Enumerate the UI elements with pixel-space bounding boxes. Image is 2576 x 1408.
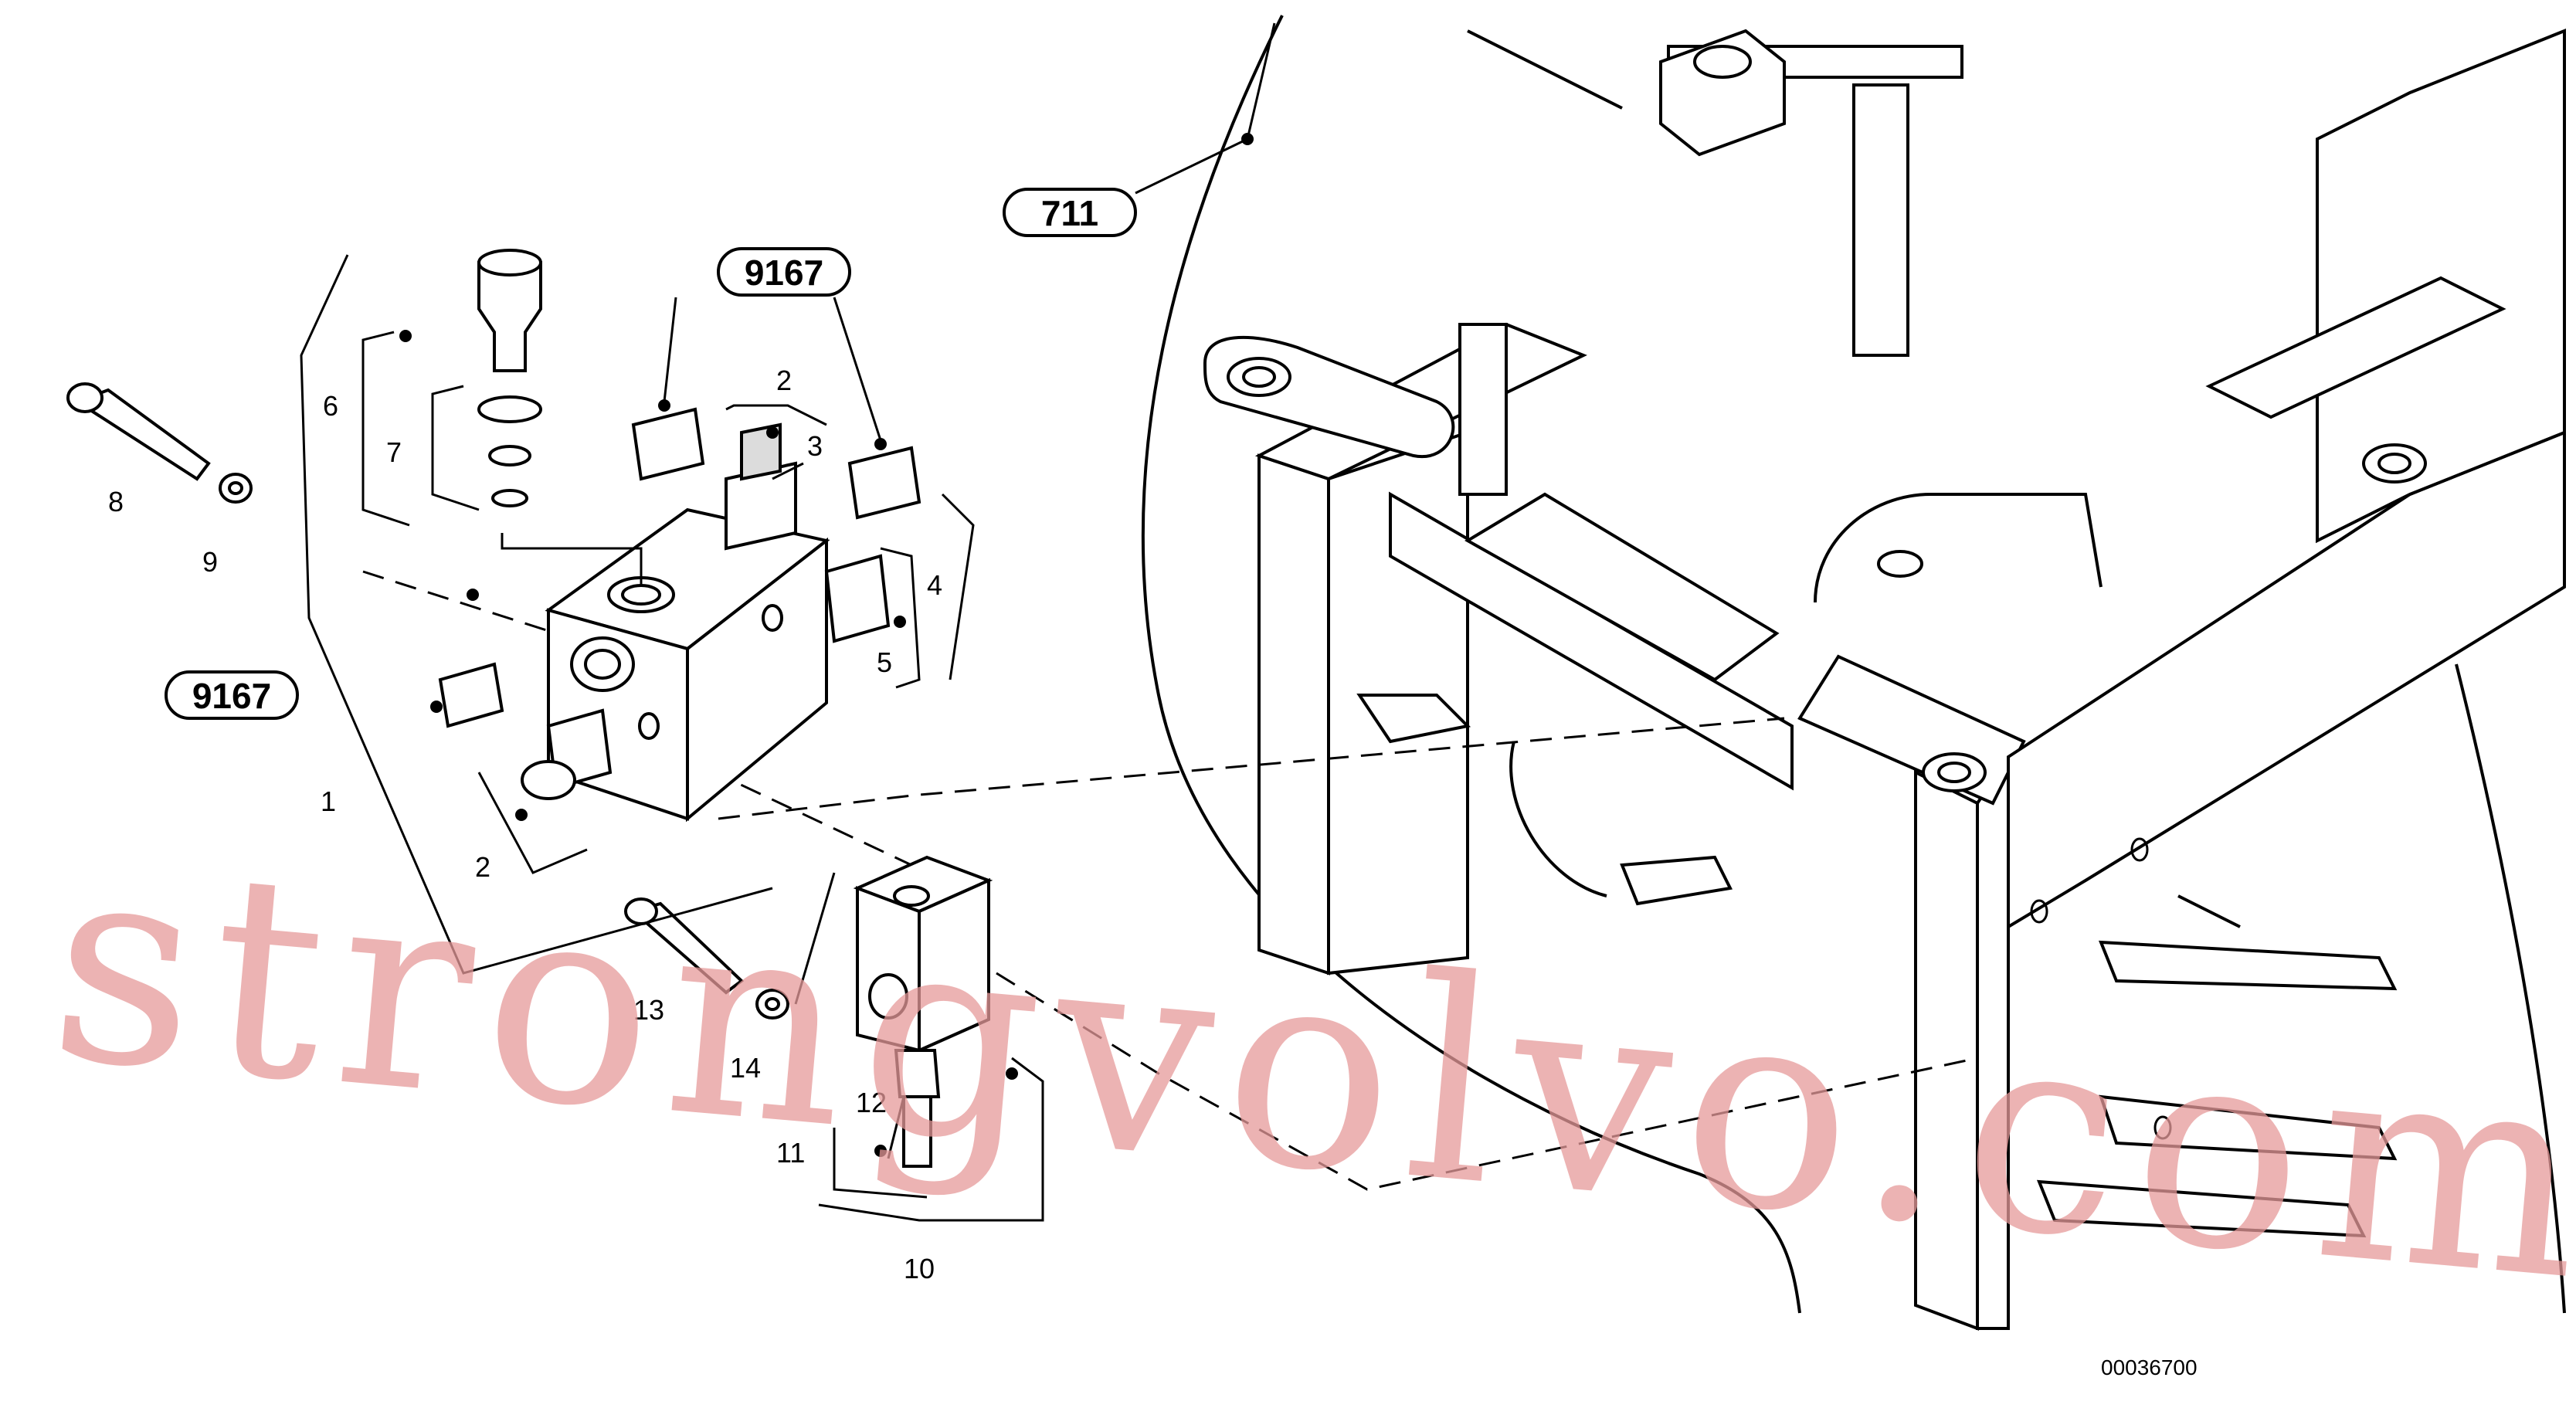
bolts-and-washers: [66, 382, 789, 1020]
machine-frame: [1141, 15, 2566, 1331]
part-label-14: 14: [730, 1052, 761, 1084]
svg-text:711: 711: [1041, 193, 1098, 233]
leader-lines: [300, 22, 1276, 1222]
part-label-7: 7: [386, 436, 402, 468]
part-label-13: 13: [633, 994, 664, 1026]
electrical-connectors: [430, 399, 921, 728]
part-label-4: 4: [927, 569, 942, 601]
valve-block: [521, 422, 891, 823]
part-number-labels: 1 2 2 3 4 5 6 7 8 9 10 11 12 13 14: [108, 365, 942, 1284]
part-label-10: 10: [904, 1253, 935, 1284]
part-label-2-top: 2: [776, 365, 792, 396]
ref-label-711: 711: [1003, 188, 1137, 237]
svg-text:9167: 9167: [192, 676, 271, 716]
ref-label-9167-left: 9167: [165, 670, 299, 720]
ref-label-9167-top: 9167: [717, 247, 851, 297]
part-label-5: 5: [877, 646, 892, 678]
part-label-6: 6: [323, 390, 338, 422]
svg-text:9167: 9167: [745, 253, 823, 293]
plug-and-seals: [477, 249, 643, 587]
part-label-2-bottom: 2: [475, 851, 490, 883]
part-label-9: 9: [202, 546, 218, 578]
drawing-code: 00036700: [2101, 1355, 2198, 1379]
part-label-1: 1: [321, 785, 336, 817]
part-label-11: 11: [776, 1137, 805, 1169]
part-label-8: 8: [108, 486, 124, 517]
part-label-3: 3: [807, 430, 823, 462]
lower-valve-block: [853, 855, 993, 1168]
part-label-12: 12: [856, 1087, 887, 1118]
